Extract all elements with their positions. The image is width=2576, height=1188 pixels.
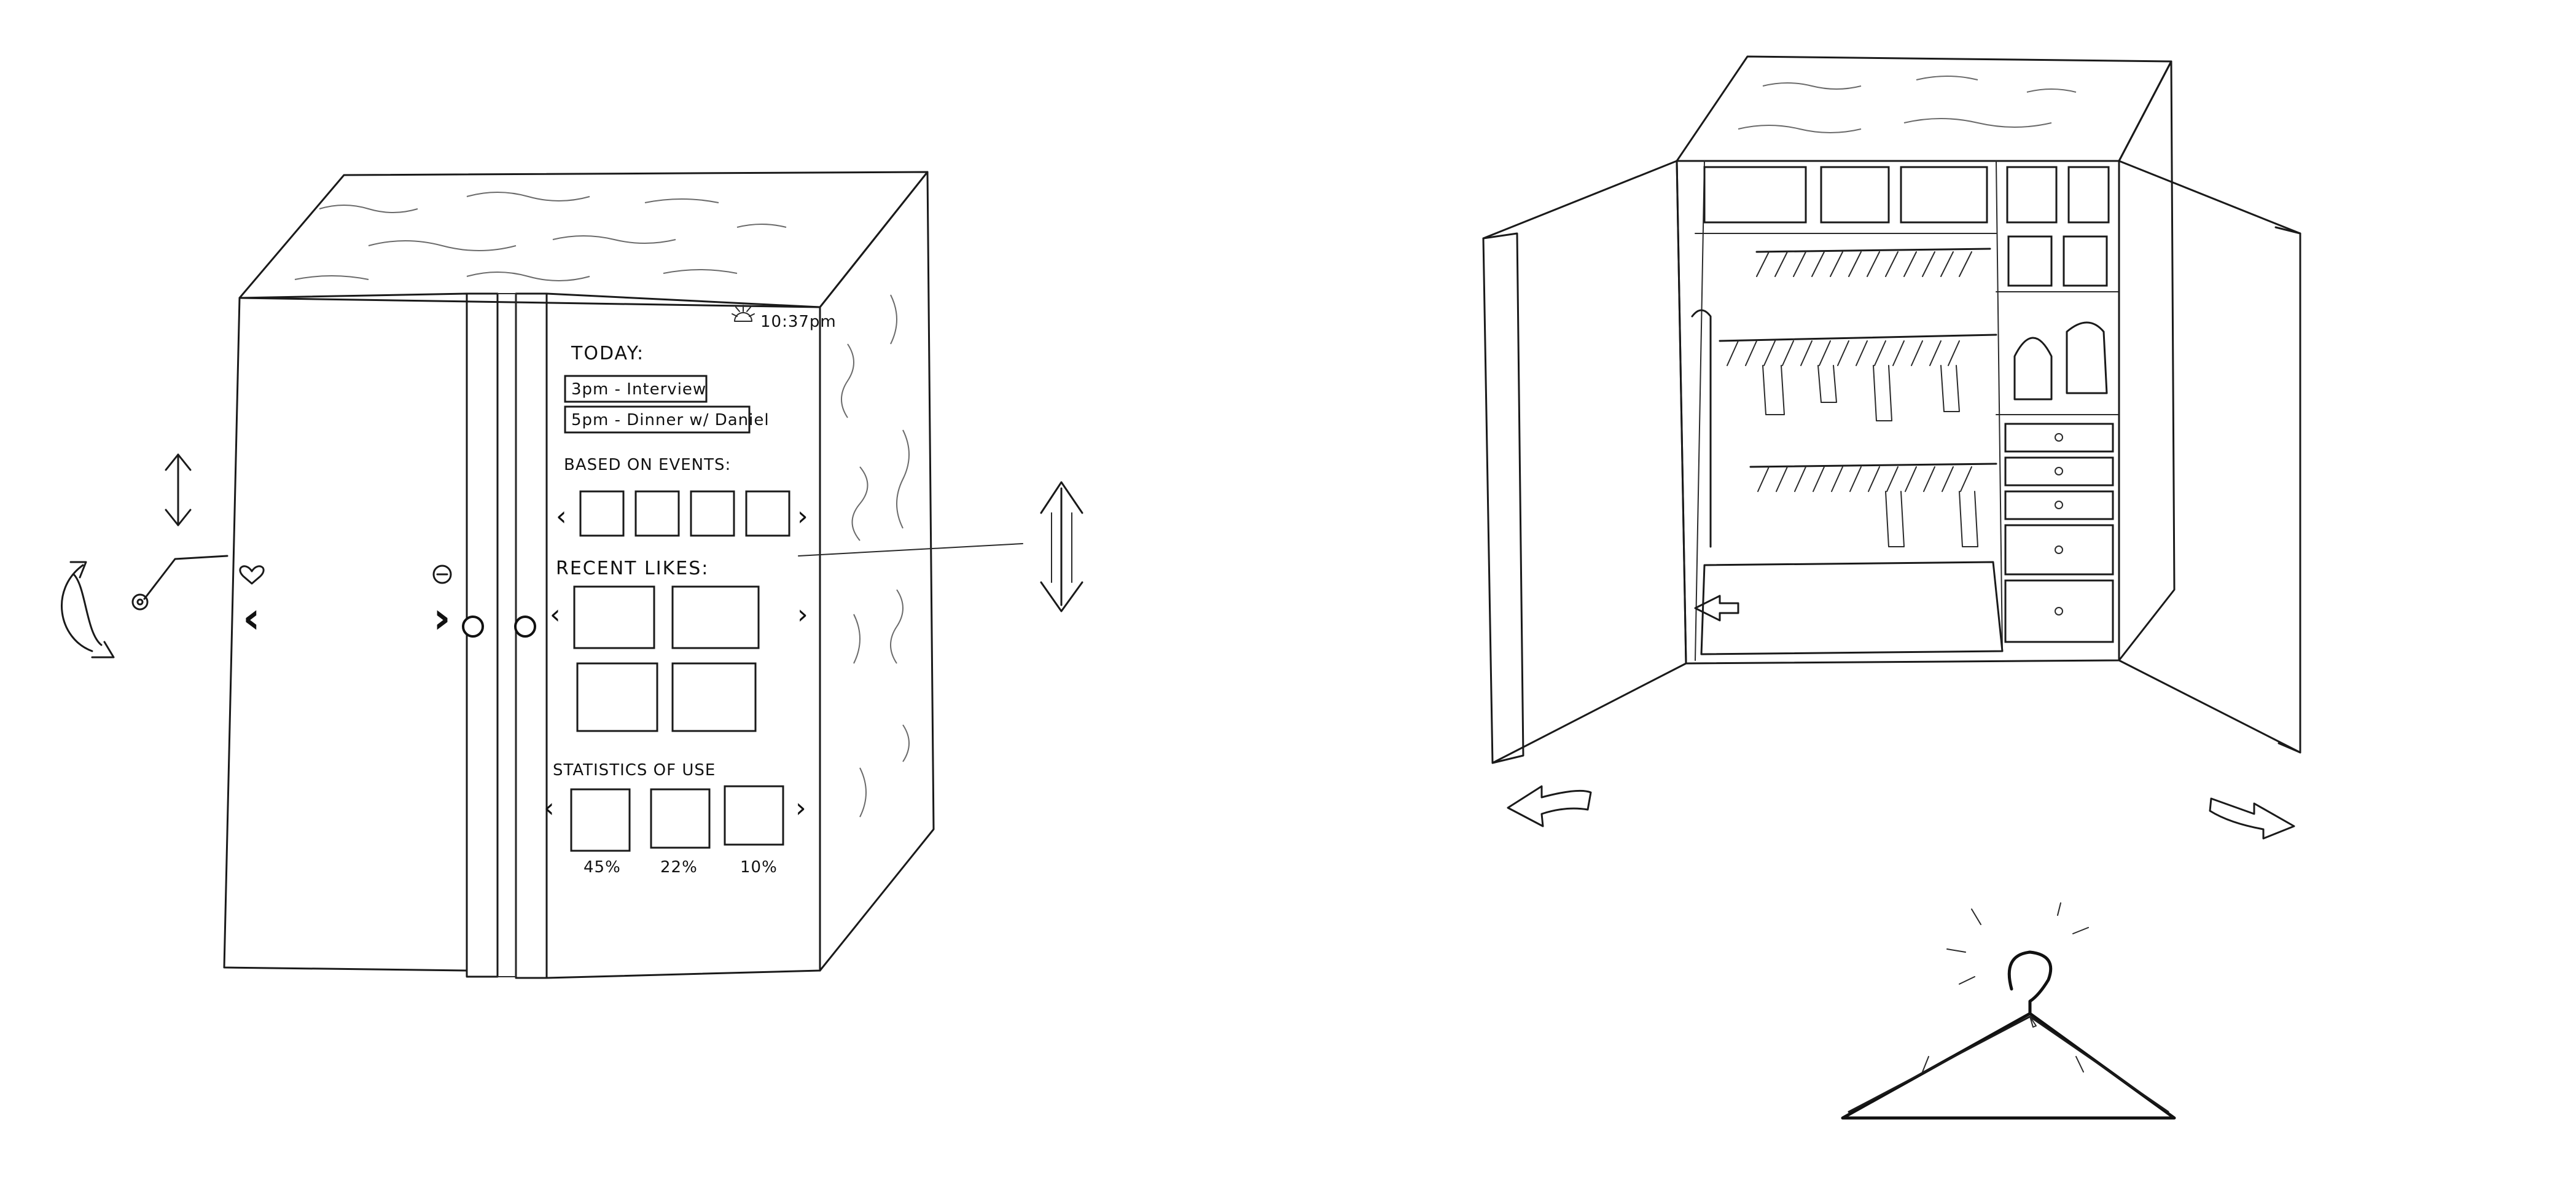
statistics-value-2: 22% [660,858,698,877]
left-door-swing-arrow-icon [1507,785,1592,827]
statistics-tile-3[interactable] [724,785,784,846]
statistics-value-1: 45% [584,858,621,877]
event-suggestion-tile-4[interactable] [745,490,790,537]
event-text-2: 5pm - Dinner w/ Daniel [571,411,770,429]
likes-prev-chevron[interactable]: ‹ [550,599,561,630]
storage-box-5[interactable] [2067,166,2110,224]
drawers[interactable] [2004,423,2114,643]
open-top-grain [1738,76,2077,133]
rotate-arrow-icon [61,561,115,658]
right-door-swing-arrow-icon [2209,797,2295,840]
hanging-rod-1 [1755,248,1991,277]
minus-circle-icon[interactable] [432,565,452,584]
right-door[interactable] [545,292,821,979]
open-wardrobe-top [1676,55,2172,162]
crank-handle[interactable] [131,555,228,611]
wardrobe-side-wood [819,171,935,972]
hanger-icon [1841,902,2176,1120]
event-suggestion-tile-1[interactable] [579,490,625,537]
pullout-floor[interactable] [1700,561,2004,655]
chevron-left-icon[interactable]: ‹ [243,593,260,643]
event-suggestion-tile-2[interactable] [634,490,680,537]
events-next-chevron[interactable]: › [797,501,808,532]
top-wood-grain [294,192,787,281]
statistics-heading: STATISTICS OF USE [553,761,716,780]
clock-time: 10:37pm [760,313,837,331]
storage-box-4[interactable] [2006,166,2058,224]
door-knob-left[interactable] [462,615,484,638]
stats-next-chevron[interactable]: › [795,792,806,824]
chevron-right-icon[interactable]: › [433,593,451,643]
recent-likes-heading: RECENT LIKES: [556,558,709,579]
recent-like-tile-1[interactable] [573,585,655,649]
bags [2013,321,2108,401]
sun-icon [732,305,755,322]
storage-box-3[interactable] [1900,166,1988,224]
based-on-events-heading: BASED ON EVENTS: [564,456,731,474]
umbrella [1691,309,1712,548]
door-knob-right[interactable] [514,615,536,638]
event-suggestion-tile-3[interactable] [690,490,735,537]
wardrobe-top-wood [238,171,929,308]
event-box-2[interactable] [564,405,751,434]
statistics-tile-1[interactable] [570,788,631,852]
smart-screen[interactable]: 10:37pm TODAY: 3pm - Interview 5pm - Din… [544,305,837,877]
statistics-value-3: 10% [740,858,778,877]
heart-icon[interactable] [239,565,265,585]
events-prev-chevron[interactable]: ‹ [556,501,567,532]
open-left-door[interactable] [1482,160,1687,764]
event-text-1: 3pm - Interview [571,380,706,399]
folded-clothes-stack [2007,235,2108,287]
statistics-tile-2[interactable] [650,788,711,849]
today-heading: TODAY: [571,343,644,364]
hanging-rod-2 [1719,334,1997,421]
left-door[interactable] [223,292,468,972]
door-gap [497,293,517,977]
recent-like-tile-2[interactable] [671,585,760,649]
side-wood-grain [841,294,910,818]
storage-box-1[interactable] [1703,166,1807,224]
vertical-double-arrow-icon [165,453,192,526]
recent-like-tile-3[interactable] [576,662,658,732]
hanging-rod-3 [1749,463,1997,547]
open-wardrobe-side [2118,60,2176,662]
open-right-door[interactable] [2118,160,2301,754]
screen-height-arrow-icon [1040,481,1083,612]
recent-like-tile-4[interactable] [671,662,757,732]
likes-next-chevron[interactable]: › [797,599,808,630]
screen-pointer-line [798,543,1023,557]
closed-wardrobe: ‹ › [61,171,1083,979]
event-box-1[interactable] [564,375,708,403]
stats-prev-chevron[interactable]: ‹ [544,792,555,824]
storage-box-2[interactable] [1820,166,1890,224]
open-wardrobe [1482,55,2301,840]
floor-arrow-icon [1694,595,1739,622]
